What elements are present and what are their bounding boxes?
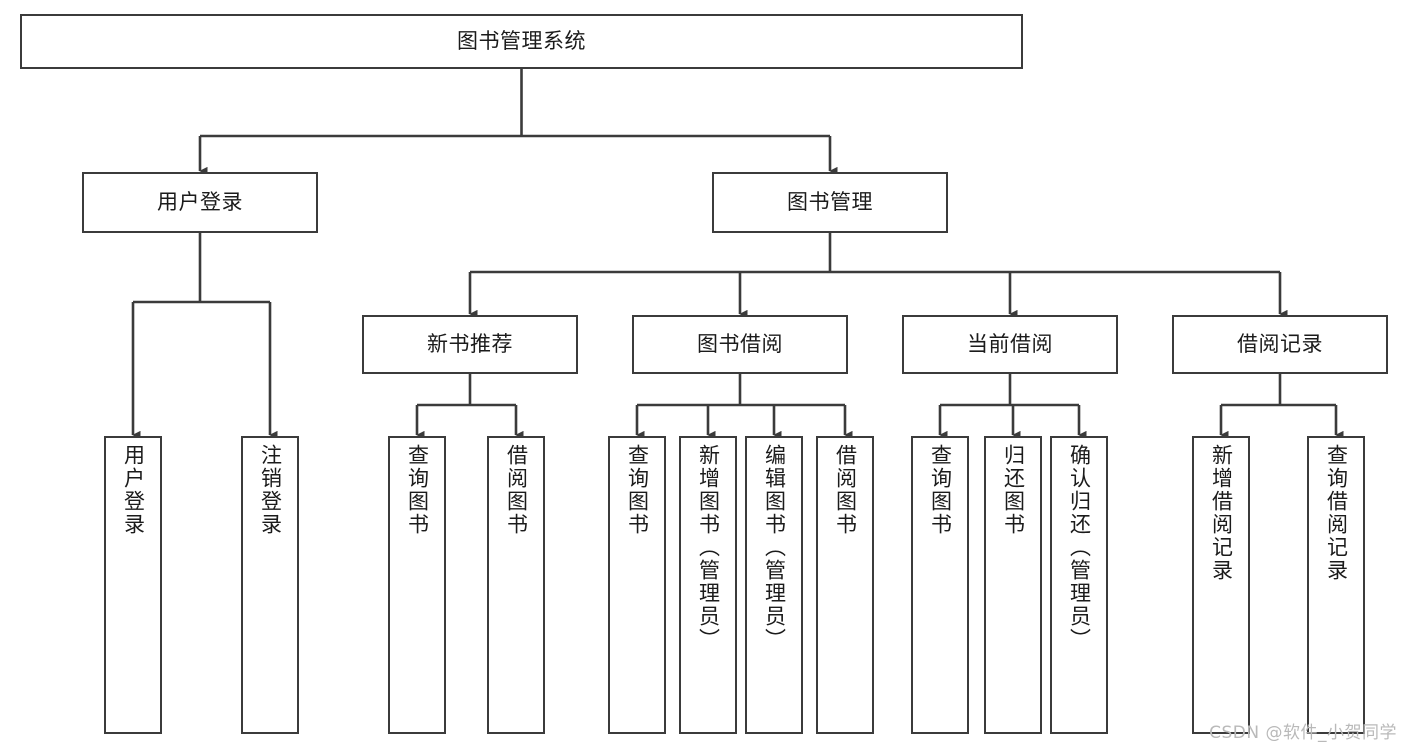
- node-label: 借阅图书: [504, 444, 529, 536]
- node-book-mgmt: 图书管理: [712, 172, 948, 233]
- node-label: 图书借阅: [697, 332, 783, 357]
- node-label: 归还图书: [1001, 444, 1026, 536]
- node-label: 当前借阅: [967, 332, 1053, 357]
- node-label: 查询图书: [928, 444, 953, 536]
- node-label: 新增图书（管理员）: [696, 444, 721, 651]
- node-label: 查询借阅记录: [1324, 444, 1349, 582]
- node-leaf-bb-edit: 编辑图书（管理员）: [745, 436, 803, 734]
- node-leaf-bb-query: 查询图书: [608, 436, 666, 734]
- node-label: 确认归还（管理员）: [1067, 444, 1092, 651]
- node-label: 编辑图书（管理员）: [762, 444, 787, 651]
- node-label: 新增借阅记录: [1209, 444, 1234, 582]
- node-leaf-bb-borrow: 借阅图书: [816, 436, 874, 734]
- node-leaf-lr-add: 新增借阅记录: [1192, 436, 1250, 734]
- node-leaf-nb-query: 查询图书: [388, 436, 446, 734]
- node-label: 查询图书: [405, 444, 430, 536]
- node-user-login: 用户登录: [82, 172, 318, 233]
- node-leaf-lr-query: 查询借阅记录: [1307, 436, 1365, 734]
- node-leaf-user-login: 用户登录: [104, 436, 162, 734]
- node-label: 注销登录: [258, 444, 283, 536]
- node-loan-records: 借阅记录: [1172, 315, 1388, 374]
- node-label: 图书管理系统: [457, 29, 586, 54]
- node-label: 借阅图书: [833, 444, 858, 536]
- node-book-borrow: 图书借阅: [632, 315, 848, 374]
- csdn-watermark: CSDN @软件_小贺同学: [1209, 723, 1397, 743]
- node-label: 用户登录: [157, 190, 243, 215]
- node-leaf-cl-return: 归还图书: [984, 436, 1042, 734]
- node-label: 借阅记录: [1237, 332, 1323, 357]
- node-label: 查询图书: [625, 444, 650, 536]
- node-label: 用户登录: [121, 444, 146, 536]
- node-root: 图书管理系统: [20, 14, 1023, 69]
- node-leaf-bb-add: 新增图书（管理员）: [679, 436, 737, 734]
- node-leaf-cl-confirm: 确认归还（管理员）: [1050, 436, 1108, 734]
- node-leaf-nb-borrow: 借阅图书: [487, 436, 545, 734]
- node-leaf-user-logout: 注销登录: [241, 436, 299, 734]
- node-label: 新书推荐: [427, 332, 513, 357]
- node-current-loans: 当前借阅: [902, 315, 1118, 374]
- node-label: 图书管理: [787, 190, 873, 215]
- node-leaf-cl-query: 查询图书: [911, 436, 969, 734]
- node-new-books: 新书推荐: [362, 315, 578, 374]
